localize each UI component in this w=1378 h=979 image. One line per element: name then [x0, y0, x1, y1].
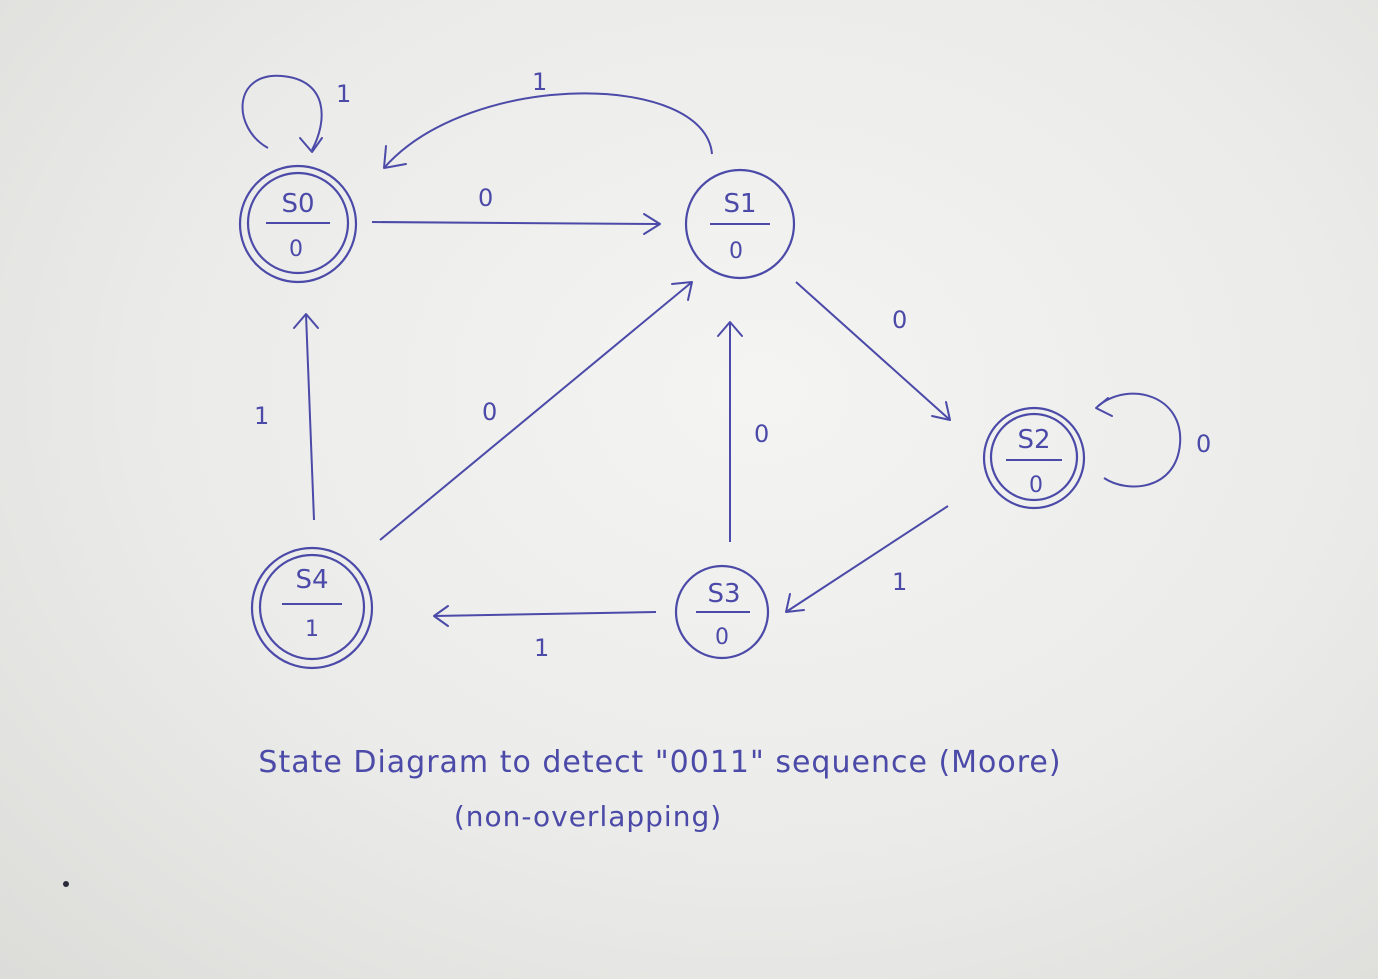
edge-s3-to-s4-arrowhead [433, 605, 449, 627]
edge-s3-to-s4 [433, 611, 657, 617]
edge-s2-to-s3-arrowhead [785, 593, 805, 613]
edge-s0-to-s1-arrowhead [643, 213, 661, 235]
edge-s4-to-s0-arrowhead [293, 313, 319, 329]
edge-label-s3-s4: 1 [534, 634, 549, 662]
state-name: S0 [281, 189, 314, 219]
edge-s1-to-s0-arrowhead [383, 145, 407, 169]
edge-label-s3-s1: 0 [754, 420, 769, 448]
state-circle [684, 168, 796, 280]
state-s1: S1 0 [684, 168, 796, 280]
edge-s3-to-s1-arrowhead [717, 321, 743, 337]
edge-label-s1-s2: 0 [892, 306, 907, 334]
edge-s4-to-s1-arrowhead [671, 281, 693, 301]
state-circle [674, 564, 770, 660]
state-output: 0 [729, 239, 743, 264]
edge-label-s4-s1: 0 [482, 398, 497, 426]
state-s0: S0 0 [238, 164, 358, 284]
edge-label-s4-s0: 1 [254, 402, 269, 430]
edge-label-s0-s1: 0 [478, 184, 493, 212]
diagram-caption-subtitle: (non-overlapping) [454, 800, 722, 833]
edge-s4-to-s1 [379, 281, 693, 541]
edge-label-s2-s3: 1 [892, 568, 907, 596]
state-output: 0 [715, 625, 729, 650]
state-output: 0 [289, 237, 303, 262]
state-output: 0 [1029, 473, 1043, 498]
edge-s2-to-s3 [785, 505, 949, 613]
state-output: 1 [305, 617, 319, 642]
state-circle-inner [246, 171, 350, 275]
edge-label-s1-s0: 1 [532, 68, 547, 96]
edge-s1-to-s2-arrowhead [931, 401, 951, 421]
diagram-caption-title: State Diagram to detect "0011" sequence … [258, 745, 1061, 780]
edge-s2-self-loop [1097, 392, 1182, 488]
edge-s4-to-s0 [305, 313, 315, 521]
edge-s2-self-loop-arrowhead [1095, 397, 1113, 417]
state-circle [238, 164, 358, 284]
state-name: S2 [1017, 425, 1050, 455]
state-s4: S4 1 [250, 546, 374, 670]
edge-s0-to-s1 [371, 221, 661, 225]
ink-dot [63, 881, 69, 887]
state-circle-inner [258, 553, 366, 661]
edge-label-s2-self: 0 [1196, 430, 1211, 458]
state-name: S1 [723, 189, 756, 219]
state-circle [982, 406, 1086, 510]
state-name: S3 [707, 579, 740, 609]
state-name: S4 [295, 565, 328, 595]
edge-label-s0-self: 1 [336, 80, 351, 108]
edge-s0-self-loop-arrowhead [299, 137, 323, 153]
state-s2: S2 0 [982, 406, 1086, 510]
state-circle [250, 546, 374, 670]
edge-s1-to-s0 [383, 92, 713, 169]
edge-s0-self-loop [241, 74, 323, 151]
state-s3: S3 0 [674, 564, 770, 660]
state-circle-inner [989, 412, 1079, 502]
transitions: 1 0 1 0 0 1 0 1 1 0 [241, 68, 1211, 662]
edge-s1-to-s2 [795, 281, 951, 421]
